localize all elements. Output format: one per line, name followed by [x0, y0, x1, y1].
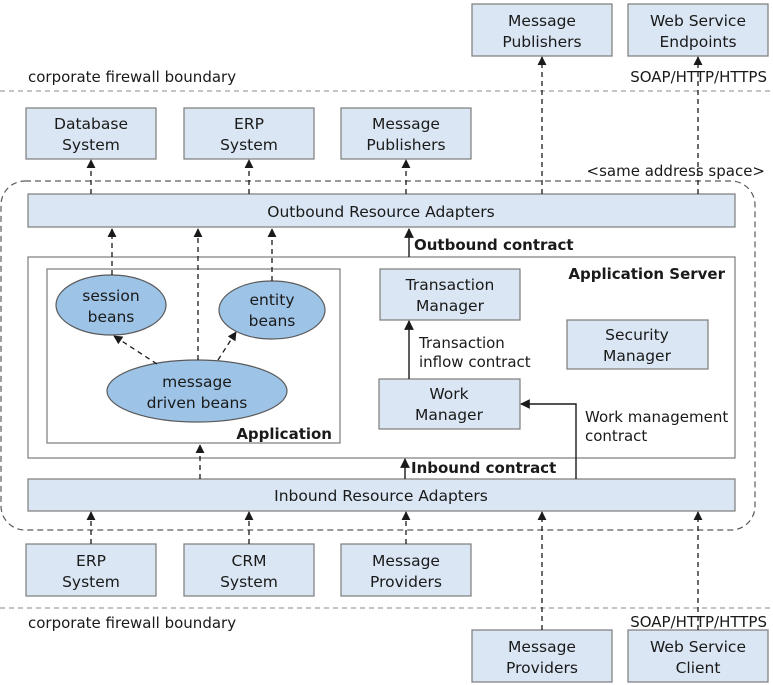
message-driven-beans: message driven beans — [106, 359, 288, 423]
same-address-space-boundary — [0, 180, 756, 531]
session-beans: session beans — [55, 274, 167, 336]
crm-system-line2: System — [220, 573, 278, 591]
message-publishers-top-line1: Message — [372, 115, 440, 133]
inbound-resource-adapters-label: Inbound Resource Adapters — [274, 487, 488, 505]
outbound-contract-label: Outbound contract — [414, 236, 574, 254]
work-manager: Work Manager — [378, 378, 521, 430]
web-service-client: Web Service Client — [627, 629, 769, 683]
web-service-client-line2: Client — [676, 659, 721, 677]
database-system: Database System — [25, 107, 157, 160]
entity-beans: entity beans — [218, 280, 326, 340]
message-publishers-top: Message Publishers — [340, 107, 472, 160]
transaction-inflow-line1: Transaction — [418, 334, 505, 352]
work-manager-line1: Work — [429, 385, 468, 403]
web-service-endpoints: Web Service Endpoints — [627, 3, 769, 57]
protocol-label-bottom: SOAP/HTTP/HTTPS — [630, 613, 767, 631]
application-server-box — [27, 256, 736, 459]
same-address-space-label: <same address space> — [587, 162, 765, 180]
database-system-line1: Database — [54, 115, 128, 133]
external-message-publishers-line2: Publishers — [502, 33, 581, 51]
session-beans-line1: session — [82, 287, 139, 305]
erp-system-top: ERP System — [183, 107, 315, 160]
outbound-resource-adapters: Outbound Resource Adapters — [27, 193, 736, 228]
application-box — [46, 268, 341, 444]
application-label: Application — [236, 425, 332, 443]
web-service-endpoints-line1: Web Service — [650, 12, 746, 30]
work-management-line1: Work management — [585, 408, 728, 426]
erp-system-top-line2: System — [220, 136, 278, 154]
security-manager-line1: Security — [605, 326, 669, 344]
application-server-label: Application Server — [568, 265, 725, 283]
inbound-resource-adapters: Inbound Resource Adapters — [27, 478, 736, 512]
outbound-resource-adapters-label: Outbound Resource Adapters — [267, 203, 494, 221]
transaction-manager: Transaction Manager — [379, 268, 521, 321]
security-manager-line2: Manager — [603, 347, 672, 365]
external-message-publishers: Message Publishers — [471, 3, 613, 57]
external-message-publishers-line1: Message — [508, 12, 576, 30]
arrow-mdb-to-session — [113, 335, 158, 365]
work-management-line2: contract — [585, 427, 647, 445]
transaction-inflow-line2: inflow contract — [419, 353, 531, 371]
session-beans-line2: beans — [88, 308, 135, 326]
erp-system-bottom-line1: ERP — [76, 552, 106, 570]
message-publishers-top-line2: Publishers — [366, 136, 445, 154]
erp-system-bottom: ERP System — [25, 543, 157, 597]
database-system-line2: System — [62, 136, 120, 154]
crm-system-line1: CRM — [232, 552, 267, 570]
web-service-endpoints-line2: Endpoints — [659, 33, 736, 51]
web-service-client-line1: Web Service — [650, 638, 746, 656]
inbound-contract-label: Inbound contract — [411, 459, 556, 477]
message-driven-beans-line2: driven beans — [147, 394, 248, 412]
arrow-work-management — [520, 399, 577, 479]
entity-beans-line1: entity — [250, 291, 295, 309]
firewall-label-top: corporate firewall boundary — [28, 68, 236, 86]
arrow-mdb-to-entity — [217, 331, 237, 361]
external-message-providers: Message Providers — [471, 629, 613, 683]
message-driven-beans-line1: message — [162, 373, 232, 391]
firewall-label-bottom: corporate firewall boundary — [28, 614, 236, 632]
message-providers-bottom-line2: Providers — [370, 573, 442, 591]
work-manager-line2: Manager — [415, 406, 484, 424]
external-message-providers-line1: Message — [508, 638, 576, 656]
transaction-manager-line2: Manager — [416, 297, 485, 315]
transaction-manager-line1: Transaction — [405, 276, 495, 294]
crm-system: CRM System — [183, 543, 315, 597]
message-providers-bottom: Message Providers — [340, 543, 472, 597]
external-message-providers-line2: Providers — [506, 659, 578, 677]
security-manager: Security Manager — [566, 319, 709, 370]
entity-beans-line2: beans — [249, 312, 296, 330]
erp-system-top-line1: ERP — [234, 115, 264, 133]
message-providers-bottom-line1: Message — [372, 552, 440, 570]
erp-system-bottom-line2: System — [62, 573, 120, 591]
